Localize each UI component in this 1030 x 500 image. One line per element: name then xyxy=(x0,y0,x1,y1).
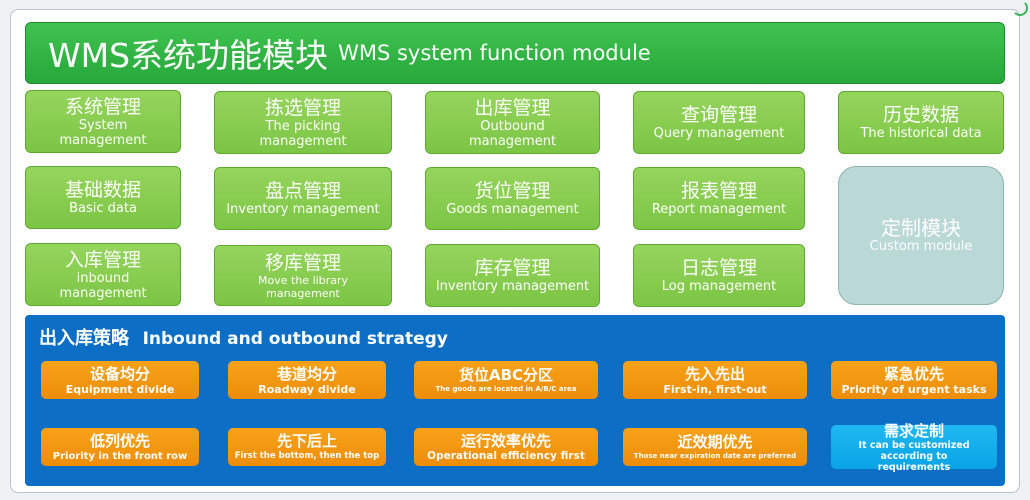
module-label-cn: 库存管理 xyxy=(474,257,551,279)
strategy-title-en: Inbound and outbound strategy xyxy=(142,329,448,349)
strategy-title-cn: 出入库策略 xyxy=(39,328,129,349)
module-label-en: Goods management xyxy=(446,202,579,217)
module-system-management[interactable]: 系统管理 System management xyxy=(25,90,181,153)
strategy-label-en: It can be customized according to requir… xyxy=(858,439,970,473)
strategy-custom-requirements[interactable]: 需求定制 It can be customized according to r… xyxy=(831,421,997,473)
module-label-en: Outbound management xyxy=(468,118,557,149)
module-label-cn: 基础数据 xyxy=(64,179,141,201)
strategy-label-cn: 运行效率优先 xyxy=(460,431,551,450)
strategy-label-en: First the bottom, then the top xyxy=(234,450,380,461)
strategy-front-row-priority[interactable]: 低列优先 Priority in the front row xyxy=(41,428,199,466)
strategy-fifo[interactable]: 先入先出 First-in, first-out xyxy=(623,361,807,399)
strategy-bottom-first[interactable]: 先下后上 First the bottom, then the top xyxy=(228,428,386,466)
strategy-urgent-priority[interactable]: 紧急优先 Priority of urgent tasks xyxy=(831,361,997,399)
module-label-cn: 日志管理 xyxy=(680,257,757,279)
module-label-en: The historical data xyxy=(860,126,982,141)
module-historical-data[interactable]: 历史数据 The historical data xyxy=(838,91,1004,154)
module-label-en: Query management xyxy=(653,126,785,141)
module-label-cn: 定制模块 xyxy=(881,216,961,240)
module-label-en: Log management xyxy=(661,279,777,294)
strategy-label-cn: 巷道均分 xyxy=(276,364,337,383)
strategy-label-cn: 设备均分 xyxy=(89,364,150,383)
module-label-en: The picking management xyxy=(259,118,347,149)
module-move-library-management[interactable]: 移库管理 Move the library management xyxy=(214,245,392,306)
strategy-label-en: Operational efficiency first xyxy=(427,449,585,462)
page-title: WMS系统功能模块 WMS system function module xyxy=(25,22,1005,84)
module-label-en: Report management xyxy=(651,202,787,217)
module-label-en: Custom module xyxy=(869,239,973,254)
module-label-cn: 拣选管理 xyxy=(264,96,341,119)
module-basic-data[interactable]: 基础数据 Basic data xyxy=(25,166,181,229)
strategy-label-en: First-in, first-out xyxy=(663,382,767,396)
strategy-title: 出入库策略 Inbound and outbound strategy xyxy=(39,324,448,350)
module-custom[interactable]: 定制模块 Custom module xyxy=(838,166,1004,305)
strategy-roadway-divide[interactable]: 巷道均分 Roadway divide xyxy=(228,361,386,399)
module-report-management[interactable]: 报表管理 Report management xyxy=(633,167,805,230)
module-label-cn: 货位管理 xyxy=(474,180,551,202)
module-inbound-management[interactable]: 入库管理 inbound management xyxy=(25,243,181,306)
strategy-label-cn: 需求定制 xyxy=(883,421,944,440)
strategy-equipment-divide[interactable]: 设备均分 Equipment divide xyxy=(41,361,199,399)
strategy-label-en: The goods are located in A/B/C area xyxy=(435,385,577,393)
title-chinese: WMS系统功能模块 xyxy=(48,36,329,75)
module-label-en: Move the library management xyxy=(258,273,348,300)
strategy-label-en: Those near expiration date are preferred xyxy=(633,452,797,460)
module-query-management[interactable]: 查询管理 Query management xyxy=(633,91,805,154)
title-english: WMS system function module xyxy=(338,41,651,65)
module-label-cn: 查询管理 xyxy=(680,104,757,126)
module-label-cn: 入库管理 xyxy=(64,248,141,271)
module-label-en: Inventory management xyxy=(435,279,590,294)
module-goods-management[interactable]: 货位管理 Goods management xyxy=(425,167,600,230)
strategy-label-cn: 紧急优先 xyxy=(883,364,944,383)
strategy-label-cn: 先入先出 xyxy=(684,364,745,383)
strategy-efficiency-first[interactable]: 运行效率优先 Operational efficiency first xyxy=(414,428,598,466)
module-label-cn: 系统管理 xyxy=(64,95,141,118)
strategy-label-cn: 近效期优先 xyxy=(677,433,753,451)
strategy-label-en: Priority in the front row xyxy=(52,450,188,462)
module-log-management[interactable]: 日志管理 Log management xyxy=(633,244,805,307)
module-stock-management[interactable]: 库存管理 Inventory management xyxy=(425,244,600,307)
strategy-abc-area[interactable]: 货位ABC分区 The goods are located in A/B/C a… xyxy=(414,361,598,399)
module-outbound-management[interactable]: 出库管理 Outbound management xyxy=(425,91,600,154)
strategy-label-cn: 低列优先 xyxy=(89,431,150,450)
module-label-cn: 移库管理 xyxy=(264,251,341,274)
module-label-cn: 出库管理 xyxy=(474,96,551,119)
module-label-en: System management xyxy=(59,117,147,148)
strategy-label-cn: 先下后上 xyxy=(276,431,337,450)
module-label-cn: 历史数据 xyxy=(882,104,959,126)
module-label-cn: 报表管理 xyxy=(680,180,757,202)
module-label-en: inbound management xyxy=(59,270,147,301)
module-label-cn: 盘点管理 xyxy=(264,180,341,202)
strategy-label-cn: 货位ABC分区 xyxy=(458,366,554,384)
module-inventory-management[interactable]: 盘点管理 Inventory management xyxy=(214,167,392,230)
corner-decoration-icon xyxy=(1012,0,1028,16)
module-label-en: Inventory management xyxy=(226,202,380,217)
strategy-label-en: Roadway divide xyxy=(258,382,356,396)
module-picking-management[interactable]: 拣选管理 The picking management xyxy=(214,91,392,154)
strategy-label-en: Priority of urgent tasks xyxy=(841,382,987,396)
strategy-near-expiration[interactable]: 近效期优先 Those near expiration date are pre… xyxy=(623,428,807,466)
module-label-en: Basic data xyxy=(69,201,137,216)
strategy-label-en: Equipment divide xyxy=(65,382,175,396)
